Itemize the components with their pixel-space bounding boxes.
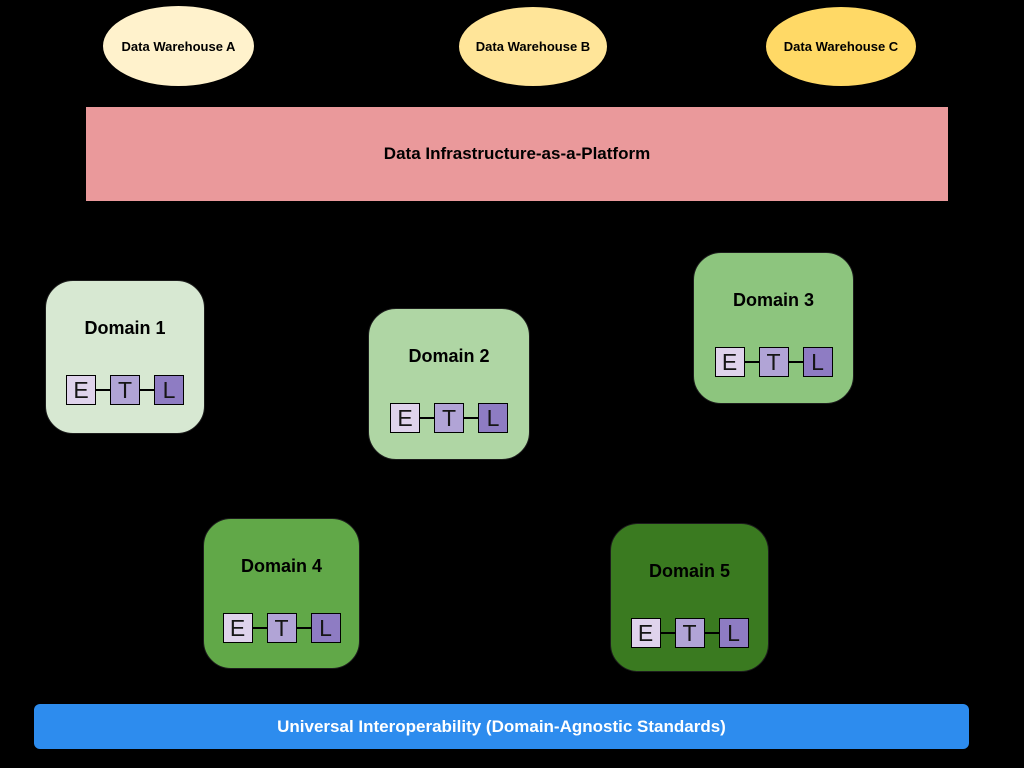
data-warehouse-b-ellipse: Data Warehouse B <box>458 6 608 87</box>
domain-1-label: Domain 1 <box>84 318 166 338</box>
etl-connector <box>296 627 311 629</box>
platform-banner-label: Data Infrastructure-as-a-Platform <box>383 144 651 163</box>
domain-4-label: Domain 4 <box>240 556 323 576</box>
etl-transform-box: T <box>110 375 140 405</box>
etl-load-box: L <box>478 403 508 433</box>
etl-load-box: L <box>154 375 184 405</box>
etl-connector <box>140 389 154 391</box>
etl-transform-box: T <box>266 613 297 643</box>
data-warehouse-c-label: Data Warehouse C <box>783 39 899 54</box>
domain-5-card: Domain 5 E T L <box>610 523 769 672</box>
domain-3-etl-pipeline: E T L <box>694 347 853 377</box>
interoperability-banner-label: Universal Interoperability (Domain-Agnos… <box>277 716 726 736</box>
etl-load-box: L <box>310 613 341 643</box>
domain-1-card: Domain 1 E T L <box>45 280 205 434</box>
etl-connector <box>464 417 478 419</box>
domain-4-etl-pipeline: E T L <box>204 613 359 643</box>
etl-extract-box: E <box>390 403 420 433</box>
etl-transform-box: T <box>758 347 789 377</box>
etl-extract-box: E <box>714 347 745 377</box>
platform-banner: Data Infrastructure-as-a-Platform <box>86 107 948 201</box>
domain-3-label: Domain 3 <box>732 290 815 310</box>
data-warehouse-a-ellipse: Data Warehouse A <box>102 5 255 87</box>
etl-connector <box>252 627 267 629</box>
etl-connector <box>96 389 110 391</box>
etl-extract-box: E <box>66 375 96 405</box>
etl-transform-box: T <box>674 618 705 648</box>
etl-connector <box>660 632 675 634</box>
data-warehouse-a-label: Data Warehouse A <box>121 38 236 54</box>
etl-extract-box: E <box>222 613 253 643</box>
domain-5-etl-pipeline: E T L <box>611 618 768 648</box>
domain-2-card: Domain 2 E T L <box>368 308 530 460</box>
etl-transform-box: T <box>434 403 464 433</box>
domain-2-etl-pipeline: E T L <box>369 403 529 433</box>
domain-5-label: Domain 5 <box>648 561 731 581</box>
etl-load-box: L <box>802 347 833 377</box>
etl-load-box: L <box>718 618 749 648</box>
domain-2-label: Domain 2 <box>408 346 490 366</box>
domain-3-card: Domain 3 E T L <box>693 252 854 404</box>
etl-connector <box>788 361 803 363</box>
domain-4-card: Domain 4 E T L <box>203 518 360 669</box>
data-warehouse-b-label: Data Warehouse B <box>475 39 591 54</box>
etl-connector <box>420 417 434 419</box>
domain-1-etl-pipeline: E T L <box>46 375 204 405</box>
interoperability-banner: Universal Interoperability (Domain-Agnos… <box>34 704 969 749</box>
etl-connector <box>704 632 719 634</box>
etl-connector <box>744 361 759 363</box>
data-warehouse-c-ellipse: Data Warehouse C <box>765 6 917 87</box>
etl-extract-box: E <box>630 618 661 648</box>
